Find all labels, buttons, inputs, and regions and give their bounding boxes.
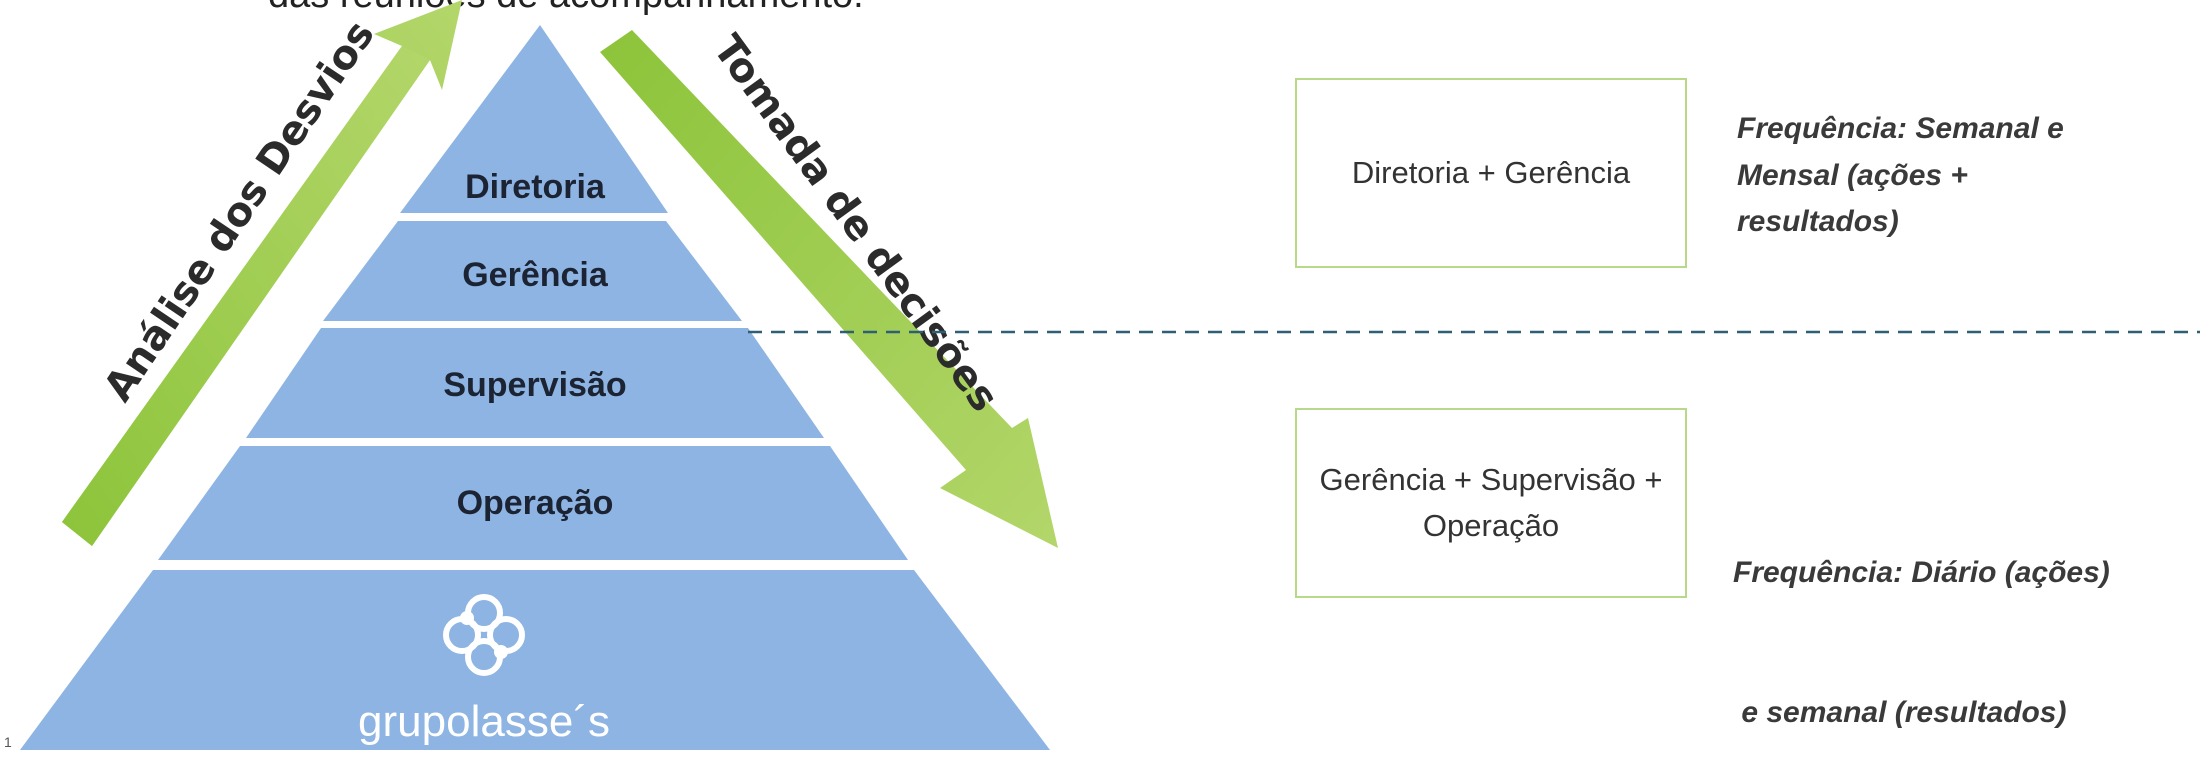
meeting-frequency-2: Frequência: Diário (ações) e semanal (re… (1733, 457, 2110, 783)
arrow-down (600, 30, 1058, 548)
pyramid-tier-gerencia (323, 221, 742, 321)
pyramid-tier-diretoria (400, 25, 668, 213)
frequency-line: Mensal (ações + (1737, 158, 1968, 192)
pyramid-tier-base (20, 570, 1050, 750)
frequency-line: e semanal (resultados) (1733, 695, 2067, 729)
meeting-frequency-1: Frequência: Semanal e Mensal (ações + re… (1737, 106, 2064, 246)
frequency-line: Frequência: Diário (ações) (1733, 556, 2110, 589)
frequency-line: Frequência: Semanal e (1737, 112, 2064, 145)
level-label-operacao: Operação (457, 484, 614, 522)
pyramid-tier-operacao (158, 446, 908, 560)
grupolasses-logo (443, 594, 525, 676)
pyramid-tier-supervisao (246, 328, 824, 438)
frequency-line: resultados) (1737, 205, 1899, 238)
level-label-diretoria: Diretoria (465, 168, 606, 206)
level-label-supervisao: Supervisão (443, 366, 626, 404)
level-label-gerencia: Gerência (462, 256, 609, 294)
pyramid-diagram: Diretoria Gerência Supervisão Operação g… (20, 0, 2200, 750)
logo-text: grupolasse´s (358, 697, 610, 746)
page-number: 1 (4, 734, 12, 750)
meeting-box-1: Diretoria + Gerência (1295, 78, 1687, 268)
header-text: das reuniões de acompanhamento. (268, 0, 864, 17)
meeting-box-2: Gerência + Supervisão + Operação (1295, 408, 1687, 598)
